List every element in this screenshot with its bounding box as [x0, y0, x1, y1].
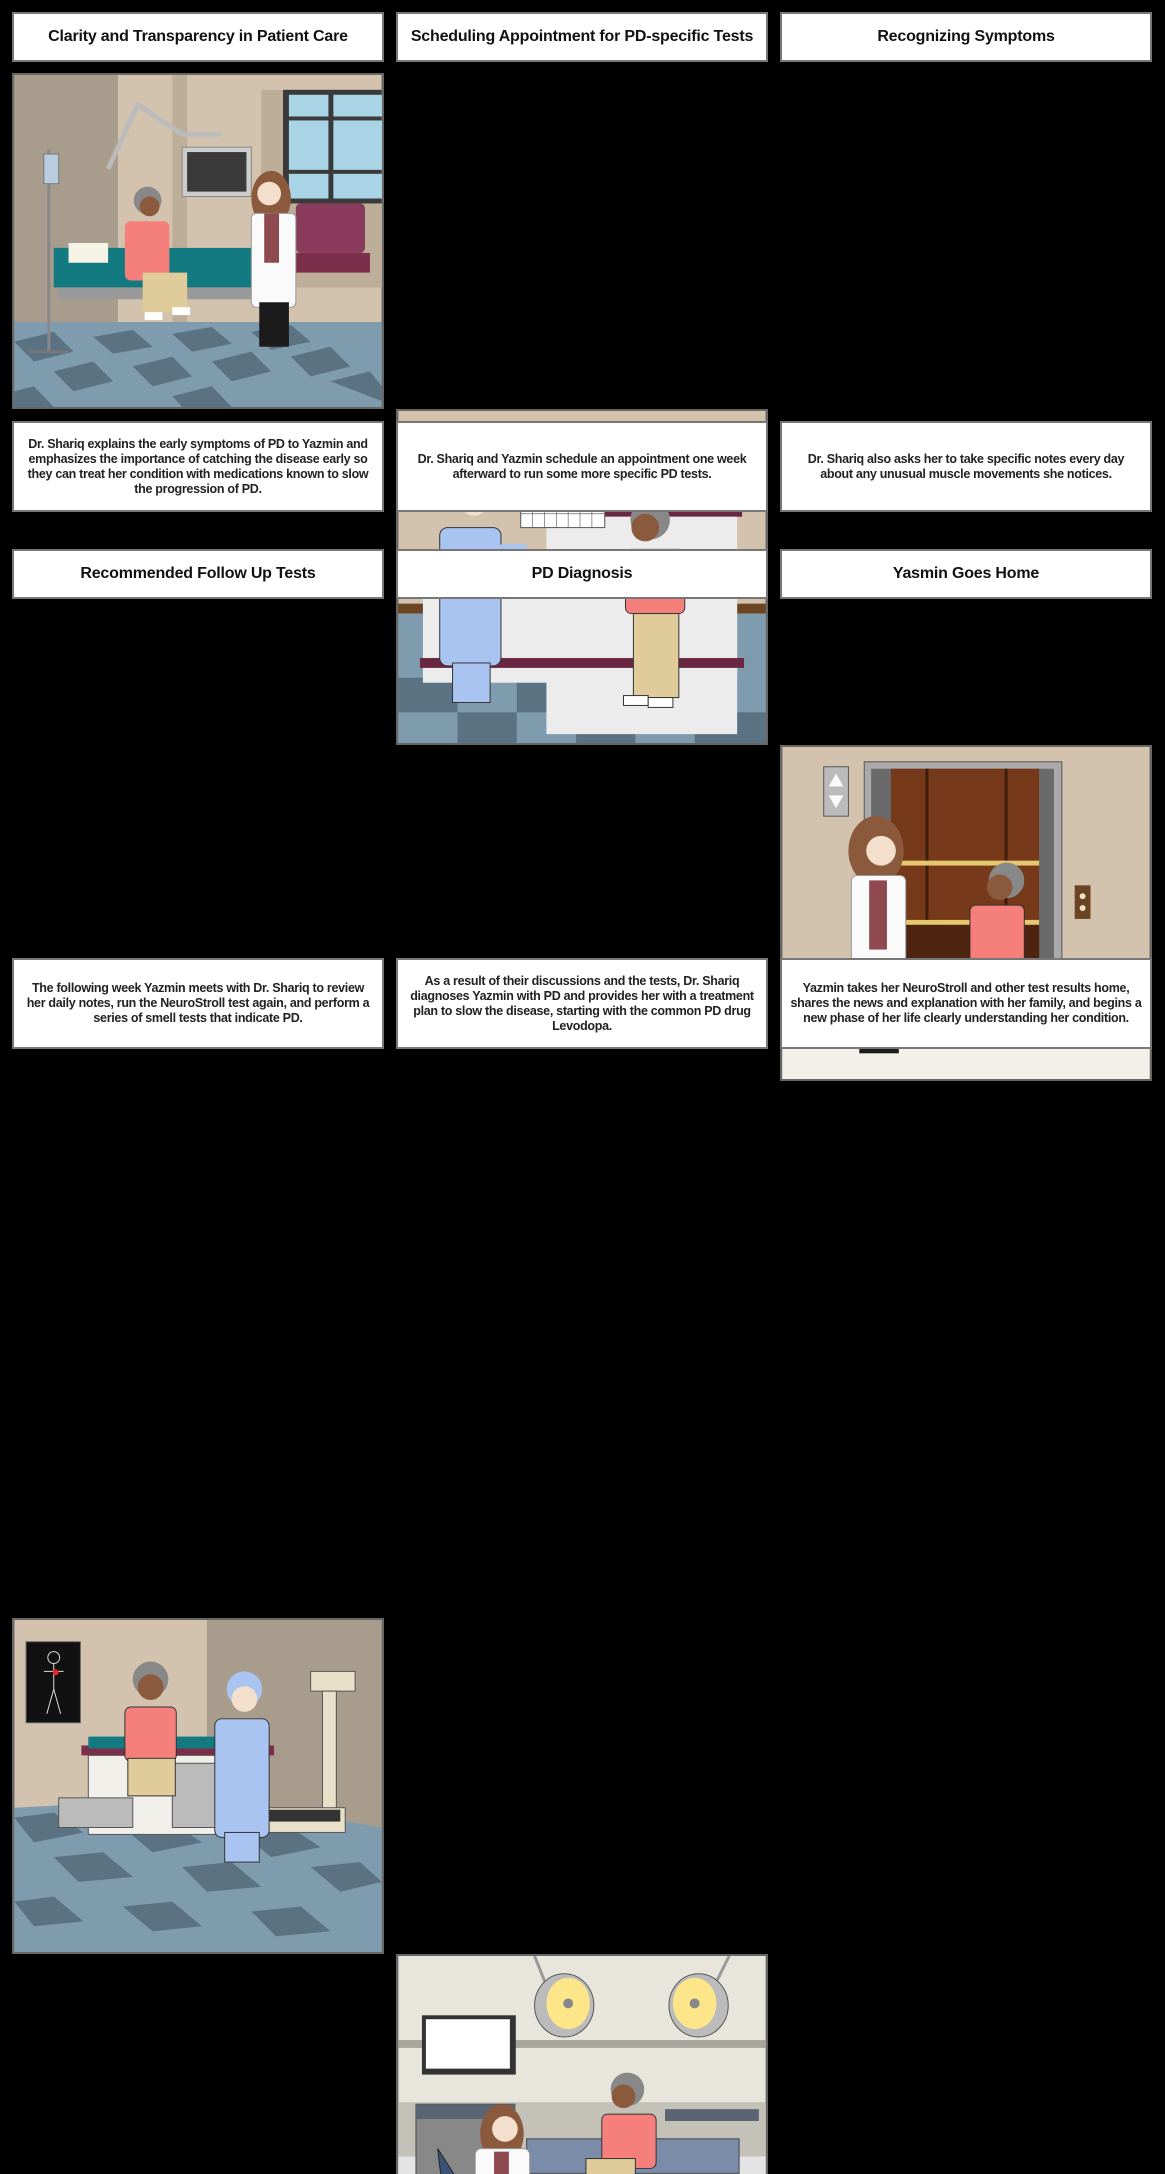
panel-5-title: PD Diagnosis	[396, 549, 768, 599]
panel-5-caption: As a result of their discussions and the…	[396, 958, 768, 1049]
panel-1-scene	[12, 73, 384, 409]
panel-2-caption-text: Dr. Shariq and Yazmin schedule an appoin…	[417, 451, 747, 481]
exam-room-illustration	[14, 1620, 382, 1952]
panel-4-scene	[12, 1618, 384, 1954]
panel-3-caption-text: Dr. Shariq also asks her to take specifi…	[807, 451, 1125, 481]
panel-2-caption: Dr. Shariq and Yazmin schedule an appoin…	[396, 421, 768, 512]
panel-6-caption: Yazmin takes her NeuroStroll and other t…	[780, 958, 1152, 1049]
panel-1-caption-text: Dr. Shariq explains the early symptoms o…	[27, 436, 369, 496]
panel-3-title-text: Recognizing Symptoms	[877, 28, 1055, 45]
panel-1-caption: Dr. Shariq explains the early symptoms o…	[12, 421, 384, 512]
panel-6-title: Yasmin Goes Home	[780, 549, 1152, 599]
panel-1-title-text: Clarity and Transparency in Patient Care	[48, 28, 348, 45]
elevator-call-buttons	[823, 766, 849, 817]
panel-4-caption: The following week Yazmin meets with Dr.…	[12, 958, 384, 1049]
panel-1-title: Clarity and Transparency in Patient Care	[12, 12, 384, 62]
panel-4-title-text: Recommended Follow Up Tests	[80, 565, 316, 582]
panel-6-caption-text: Yazmin takes her NeuroStroll and other t…	[790, 981, 1142, 1025]
panel-2-title-text: Scheduling Appointment for PD-specific T…	[410, 28, 754, 45]
panel-6-title-text: Yasmin Goes Home	[892, 565, 1040, 582]
panel-4-caption-text: The following week Yazmin meets with Dr.…	[26, 981, 370, 1025]
panel-3-title: Recognizing Symptoms	[780, 12, 1152, 62]
panel-2-title: Scheduling Appointment for PD-specific T…	[396, 12, 768, 62]
panel-3-caption: Dr. Shariq also asks her to take specifi…	[780, 421, 1152, 512]
panel-5-caption-text: As a result of their discussions and the…	[410, 973, 754, 1033]
procedure-room-illustration	[398, 1956, 766, 2174]
panel-5-title-text: PD Diagnosis	[531, 565, 633, 582]
panel-5-scene	[396, 1954, 768, 2174]
hospital-room-illustration	[14, 75, 382, 407]
panel-4-title: Recommended Follow Up Tests	[12, 549, 384, 599]
anatomy-poster	[25, 1641, 81, 1724]
